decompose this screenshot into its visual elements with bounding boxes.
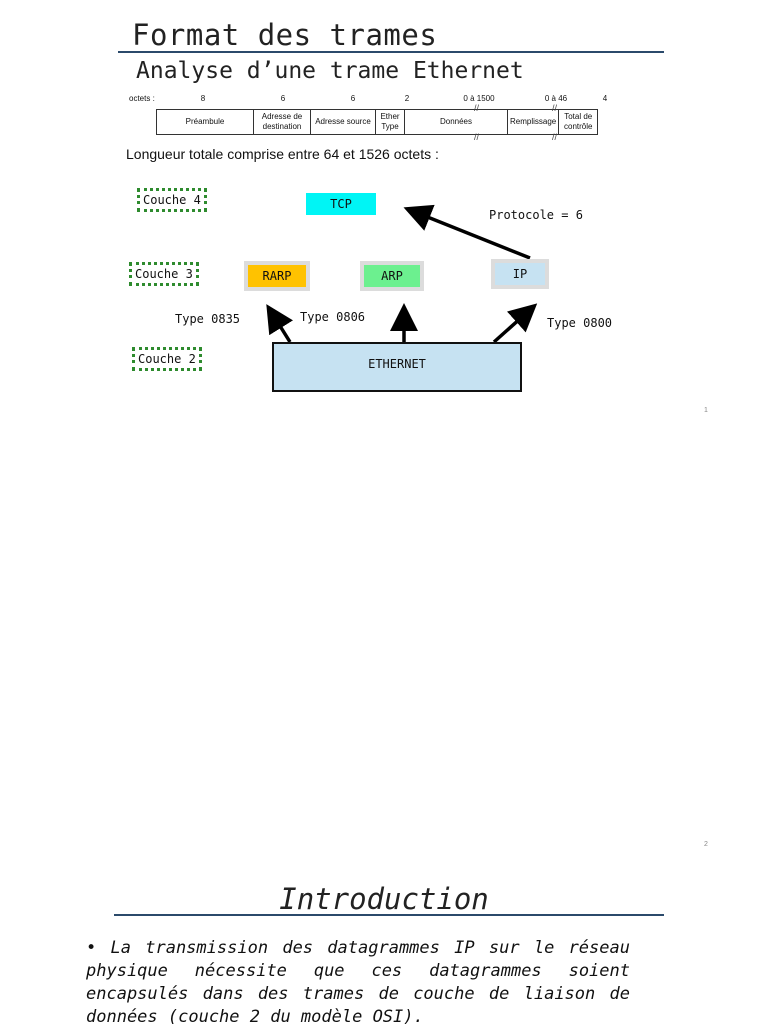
page-number: 1 — [704, 407, 708, 414]
ethernet-frame-table: Préambule Adresse de destination Adresse… — [156, 109, 599, 135]
length-note: Longueur totale comprise entre 64 et 152… — [126, 146, 439, 162]
octet-count-preambule: 8 — [200, 94, 206, 103]
octet-count-ethertype: 2 — [404, 94, 410, 103]
field-remplissage: Remplissage — [506, 109, 560, 135]
layer-label-couche-3: Couche 3 — [129, 262, 199, 286]
page-number: 2 — [704, 841, 708, 848]
break-mark: // — [474, 132, 480, 142]
label-type-rarp: Type 0835 — [175, 312, 241, 326]
arrow-ip-to-tcp — [403, 204, 531, 260]
break-mark: // — [552, 132, 558, 142]
field-destination: Adresse de destination — [253, 109, 311, 135]
octet-count-destination: 6 — [280, 94, 286, 103]
protocol-arp: ARP — [360, 261, 424, 291]
octet-count-donnees: 0 à 1500 — [463, 94, 495, 103]
field-total-controle: Total de contrôle — [558, 109, 599, 135]
field-preambule: Préambule — [156, 109, 254, 135]
octets-label: octets : — [129, 94, 155, 103]
slide-title: Introduction — [279, 882, 489, 916]
octet-count-total: 4 — [602, 94, 608, 103]
break-mark: // — [474, 103, 480, 113]
field-source: Adresse source — [310, 109, 376, 135]
slide-title: Format des trames — [132, 18, 438, 52]
diagram-arrows — [266, 204, 538, 344]
slide-subtitle: Analyse d’une trame Ethernet — [136, 58, 524, 84]
octet-count-source: 6 — [350, 94, 356, 103]
label-type-ip: Type 0800 — [547, 316, 613, 330]
protocol-ip: IP — [491, 259, 549, 289]
break-mark: // — [552, 103, 558, 113]
intro-bullet: • La transmission des datagrammes IP sur… — [86, 937, 630, 1029]
arrow-ethernet-to-rarp — [266, 304, 294, 343]
protocol-tcp: TCP — [302, 189, 380, 219]
arrow-ethernet-to-ip — [492, 303, 538, 344]
octet-count-remplissage: 0 à 46 — [544, 94, 568, 103]
layer-label-couche-2: Couche 2 — [132, 347, 202, 371]
bullet-icon: • — [86, 938, 97, 958]
title-underline — [118, 51, 664, 53]
protocol-ethernet: ETHERNET — [272, 342, 522, 392]
protocol-rarp: RARP — [244, 261, 310, 291]
label-type-arp: Type 0806 — [300, 310, 366, 324]
title-underline — [114, 914, 664, 916]
layer-label-couche-4: Couche 4 — [137, 188, 207, 212]
intro-bullet-text: La transmission des datagrammes IP sur l… — [86, 938, 630, 1027]
field-ethertype: Ether Type — [375, 109, 405, 135]
label-protocole: Protocole = 6 — [489, 208, 583, 222]
